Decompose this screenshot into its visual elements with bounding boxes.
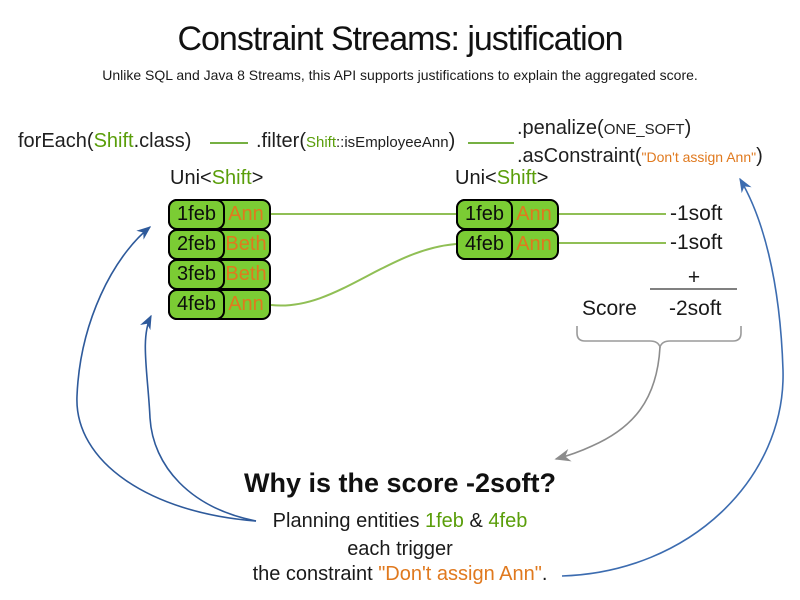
shift-employee: Beth — [225, 263, 267, 285]
code-asconstraint-arg: "Don't assign Ann" — [641, 149, 757, 165]
shift-row-3feb: 3feb Beth — [168, 259, 271, 290]
left-uni-type: Shift — [211, 167, 252, 189]
code-filter: .filter(Shift::isEmployeeAnn) — [256, 131, 455, 151]
code-asconstraint-close: ) — [756, 145, 763, 167]
code-filter-close: ) — [448, 130, 456, 152]
score-brace — [576, 326, 742, 350]
right-stream-label: Uni<Shift> — [455, 168, 548, 188]
plus-sign: + — [687, 266, 701, 289]
code-foreach-class: Shift — [93, 130, 134, 152]
connector-4feb-curve — [270, 243, 457, 307]
shift-date: 3feb — [168, 259, 225, 290]
code-foreach: forEach(Shift.class) — [18, 131, 191, 151]
why-entity-4feb: 4feb — [488, 510, 528, 532]
code-penalize-prefix: .penalize( — [517, 117, 604, 139]
page-subtitle: Unlike SQL and Java 8 Streams, this API … — [102, 67, 698, 83]
code-foreach-suffix: .class) — [133, 130, 192, 152]
code-foreach-prefix: forEach( — [18, 130, 94, 152]
filtered-row-4feb: 4feb Ann — [456, 229, 559, 260]
shift-row-1feb: 1feb Ann — [168, 199, 271, 230]
shift-date: 2feb — [168, 229, 225, 260]
score-value: -2soft — [669, 297, 722, 320]
code-asconstraint-prefix: .asConstraint( — [517, 145, 642, 167]
why-line3-suffix: . — [541, 563, 548, 585]
code-asconstraint: .asConstraint("Don't assign Ann") — [517, 146, 763, 166]
left-stream-label: Uni<Shift> — [170, 168, 263, 188]
code-filter-rest: ::isEmployeeAnn — [336, 134, 449, 151]
why-line3-prefix: the constraint — [252, 563, 379, 585]
score-label: Score — [582, 297, 637, 320]
penalty-label-2: -1soft — [670, 231, 723, 254]
why-constraint-name: "Don't assign Ann" — [378, 563, 542, 585]
why-line-3: the constraint "Don't assign Ann". — [0, 564, 800, 584]
shift-employee: Ann — [516, 233, 552, 255]
right-uni-suffix: > — [536, 167, 549, 189]
why-ampersand: & — [463, 510, 489, 532]
code-filter-class: Shift — [306, 134, 337, 151]
shift-date: 1feb — [168, 199, 225, 230]
shift-employee: Ann — [228, 293, 264, 315]
filtered-row-1feb: 1feb Ann — [456, 199, 559, 230]
code-penalize-arg: ONE_SOFT — [603, 121, 685, 138]
score-to-why-arrow — [554, 346, 661, 462]
why-line-1: Planning entities 1feb & 4feb — [0, 511, 800, 531]
code-penalize: .penalize(ONE_SOFT) — [517, 118, 691, 138]
shift-row-4feb: 4feb Ann — [168, 289, 271, 320]
right-uni-type: Shift — [496, 167, 537, 189]
penalty-label-1: -1soft — [670, 202, 723, 225]
why-entity-1feb: 1feb — [425, 510, 464, 532]
left-uni-suffix: > — [251, 167, 264, 189]
page-title: Constraint Streams: justification — [177, 20, 623, 58]
shift-employee: Ann — [228, 203, 264, 225]
shift-row-2feb: 2feb Beth — [168, 229, 271, 260]
shift-date: 1feb — [456, 199, 513, 230]
shift-employee: Ann — [516, 203, 552, 225]
shift-date: 4feb — [456, 229, 513, 260]
why-line1-prefix: Planning entities — [272, 510, 425, 532]
code-penalize-close: ) — [684, 117, 692, 139]
why-heading: Why is the score -2soft? — [243, 468, 557, 498]
shift-date: 4feb — [168, 289, 225, 320]
left-uni-prefix: Uni< — [170, 167, 212, 189]
shift-employee: Beth — [225, 233, 267, 255]
right-uni-prefix: Uni< — [455, 167, 497, 189]
why-line-2: each trigger — [347, 538, 453, 560]
code-filter-prefix: .filter( — [256, 130, 306, 152]
